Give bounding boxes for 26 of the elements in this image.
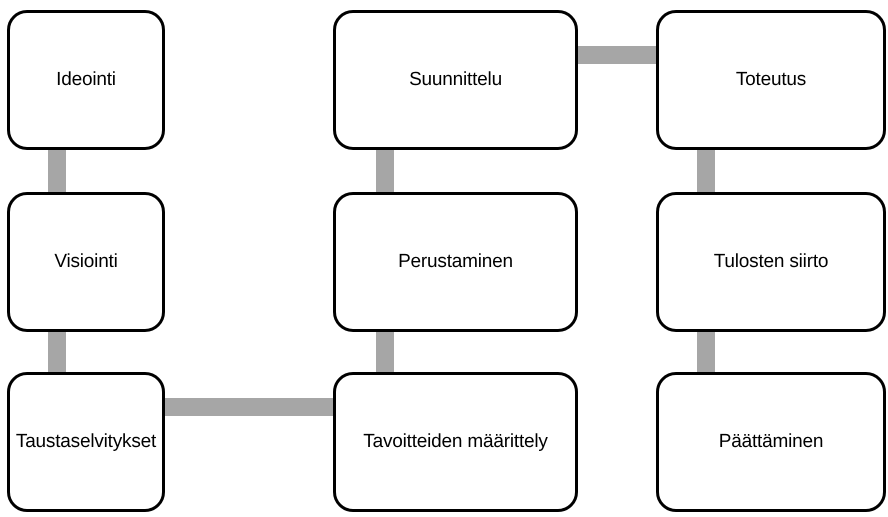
- connector-bar: [165, 398, 333, 416]
- box-label: Ideointi: [56, 68, 116, 92]
- connector-bar: [48, 332, 66, 372]
- box-label: Visiointi: [54, 250, 118, 274]
- process-box: [7, 372, 165, 512]
- process-box: [333, 10, 578, 150]
- connector-bar: [578, 46, 656, 64]
- connector-bar: [697, 150, 715, 192]
- process-box: [656, 372, 886, 512]
- process-box: [333, 372, 578, 512]
- connector-bar: [48, 150, 66, 192]
- process-box: [333, 192, 578, 332]
- box-label: Päättäminen: [718, 430, 824, 454]
- box-label: Perustaminen: [398, 250, 513, 274]
- box-label: Tulosten siirto: [714, 250, 828, 274]
- connector-bar: [376, 150, 394, 192]
- process-box: [7, 192, 165, 332]
- box-label: Tavoitteiden määrittely: [363, 430, 548, 454]
- box-label: Suunnittelu: [409, 68, 502, 92]
- box-label: Taustaselvitykset: [16, 430, 156, 454]
- process-box: [656, 10, 886, 150]
- process-box: [656, 192, 886, 332]
- process-box: [7, 10, 165, 150]
- box-label: Toteutus: [736, 68, 806, 92]
- connector-bar: [697, 332, 715, 372]
- connector-bar: [376, 332, 394, 372]
